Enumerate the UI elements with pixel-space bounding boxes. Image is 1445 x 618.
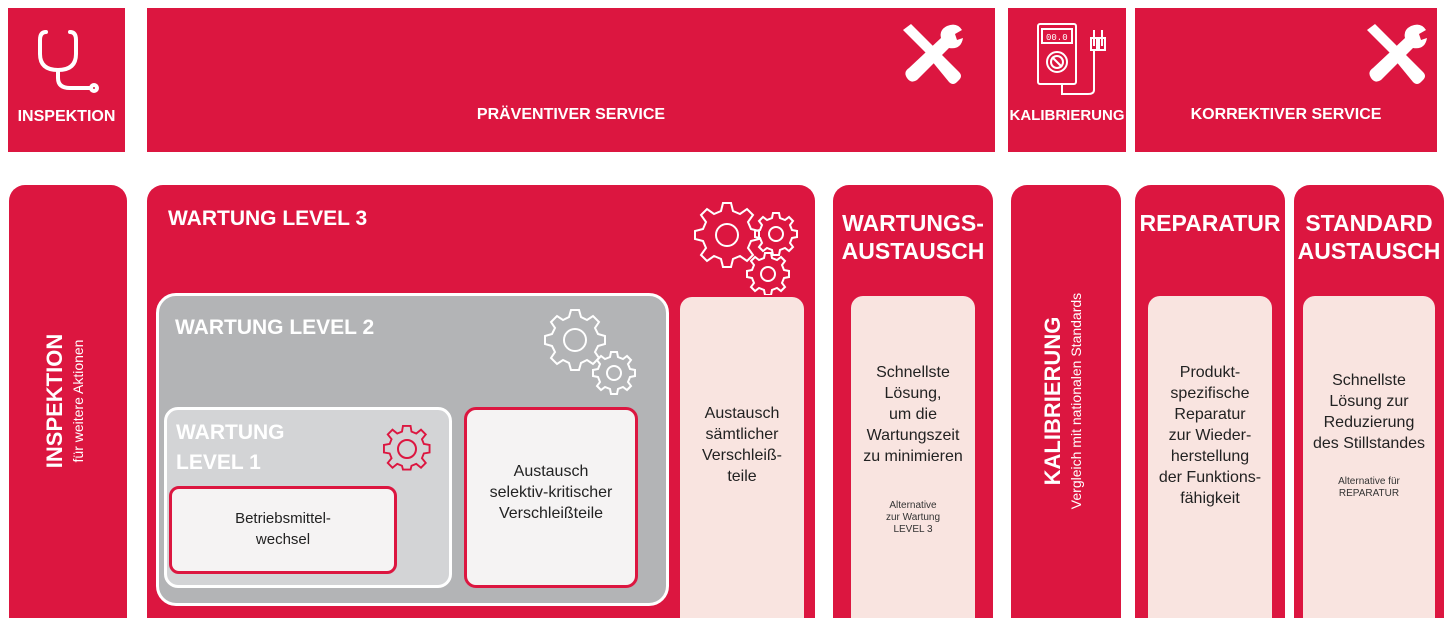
wartungsaustausch-box: Schnellste Lösung, um die Wartungszeit z… (851, 296, 975, 618)
wartungsaustausch-title-line1: WARTUNGS- (842, 210, 984, 236)
standard-austausch-title-line2: AUSTAUSCH (1297, 238, 1441, 264)
wartungsaustausch-column: WARTUNGS- AUSTAUSCH Schnellste Lösung, u… (833, 185, 993, 618)
tools-icon (903, 24, 963, 84)
wartung-level-3: WARTUNG LEVEL 3 Austausch sämtlicher Ver… (147, 185, 815, 618)
gear-icon (383, 424, 431, 471)
standard-austausch-column: STANDARD AUSTAUSCH Schnellste Lösung zur… (1294, 185, 1444, 618)
inspektion-column-title-wrap: INSPEKTION für weitere Aktionen (42, 201, 94, 601)
wartung-level-1-title-line2: LEVEL 1 (176, 451, 261, 474)
inspektion-column: INSPEKTION für weitere Aktionen (9, 185, 127, 618)
header-inspektion: INSPEKTION (8, 8, 125, 152)
multimeter-display: 00.0 (1046, 33, 1068, 43)
wartung-level-1-title-line1: WARTUNG (176, 421, 285, 444)
standard-austausch-box: Schnellste Lösung zur Reduzierung des St… (1303, 296, 1435, 618)
header-praeventiver-service-label: PRÄVENTIVER SERVICE (476, 106, 666, 123)
standard-austausch-note: Alternative für REPARATUR (1338, 476, 1400, 499)
tools-icon (1367, 24, 1427, 84)
stethoscope-icon (38, 30, 99, 93)
wartung-level-1-box-text: Betriebsmittel- wechsel (235, 510, 331, 548)
header-kalibrierung: 00.0 KALIBRIERUNG (1008, 8, 1126, 152)
kalibrierung-column: KALIBRIERUNG Vergleich mit nationalen St… (1011, 185, 1121, 618)
inspektion-column-title: INSPEKTION (42, 333, 67, 469)
reparatur-column: REPARATUR Produkt- spezifische Reparatur… (1135, 185, 1285, 618)
wartungsaustausch-text: Schnellste Lösung, um die Wartungszeit z… (863, 364, 963, 465)
kalibrierung-column-title-wrap: KALIBRIERUNG Vergleich mit nationalen St… (1040, 201, 1092, 601)
multimeter-icon: 00.0 (1037, 23, 1106, 95)
kalibrierung-column-title: KALIBRIERUNG (1040, 316, 1065, 486)
header-korrektiver-service-label: KORREKTIVER SERVICE (1190, 106, 1382, 123)
header-praeventiver-service: PRÄVENTIVER SERVICE (147, 8, 995, 152)
wartung-level-3-box-text: Austausch sämtlicher Verschleiß- teile (701, 405, 783, 485)
wartung-level-3-title: WARTUNG LEVEL 3 (168, 207, 368, 230)
reparatur-box: Produkt- spezifische Reparatur zur Wiede… (1148, 296, 1272, 618)
header-inspektion-label: INSPEKTION (17, 108, 116, 125)
wartung-level-2-title: WARTUNG LEVEL 2 (175, 316, 375, 339)
reparatur-text: Produkt- spezifische Reparatur zur Wiede… (1158, 364, 1262, 507)
reparatur-title: REPARATUR (1139, 210, 1281, 236)
wartung-level-2: WARTUNG LEVEL 2 Austausch selektiv-kriti… (156, 293, 669, 606)
kalibrierung-column-subtitle: Vergleich mit nationalen Standards (1068, 292, 1084, 510)
wartung-level-1: WARTUNG LEVEL 1 Betriebsmittel- wechsel (164, 407, 452, 588)
standard-austausch-title-line1: STANDARD (1305, 210, 1433, 236)
inspektion-column-subtitle: für weitere Aktionen (70, 339, 86, 463)
standard-austausch-title: STANDARD AUSTAUSCH (1294, 209, 1444, 265)
wartungsaustausch-title: WARTUNGS- AUSTAUSCH (833, 209, 993, 265)
wartung-level-1-box: Betriebsmittel- wechsel (169, 486, 397, 574)
gears-icon (544, 309, 636, 395)
wartungsaustausch-title-line2: AUSTAUSCH (841, 238, 985, 264)
wartung-level-1-title: WARTUNG LEVEL 1 (176, 418, 285, 478)
wartung-level-2-box-text: Austausch selektiv-kritischer Verschleiß… (489, 463, 613, 522)
wartungsaustausch-note: Alternative zur Wartung LEVEL 3 (885, 500, 941, 535)
wartung-level-2-box: Austausch selektiv-kritischer Verschleiß… (464, 407, 638, 588)
header-korrektiver-service: KORREKTIVER SERVICE (1135, 8, 1437, 152)
wartung-level-3-box: Austausch sämtlicher Verschleiß- teile (680, 297, 804, 618)
standard-austausch-text: Schnellste Lösung zur Reduzierung des St… (1312, 372, 1426, 452)
header-kalibrierung-label: KALIBRIERUNG (1009, 107, 1125, 124)
gears-icon (694, 202, 798, 295)
